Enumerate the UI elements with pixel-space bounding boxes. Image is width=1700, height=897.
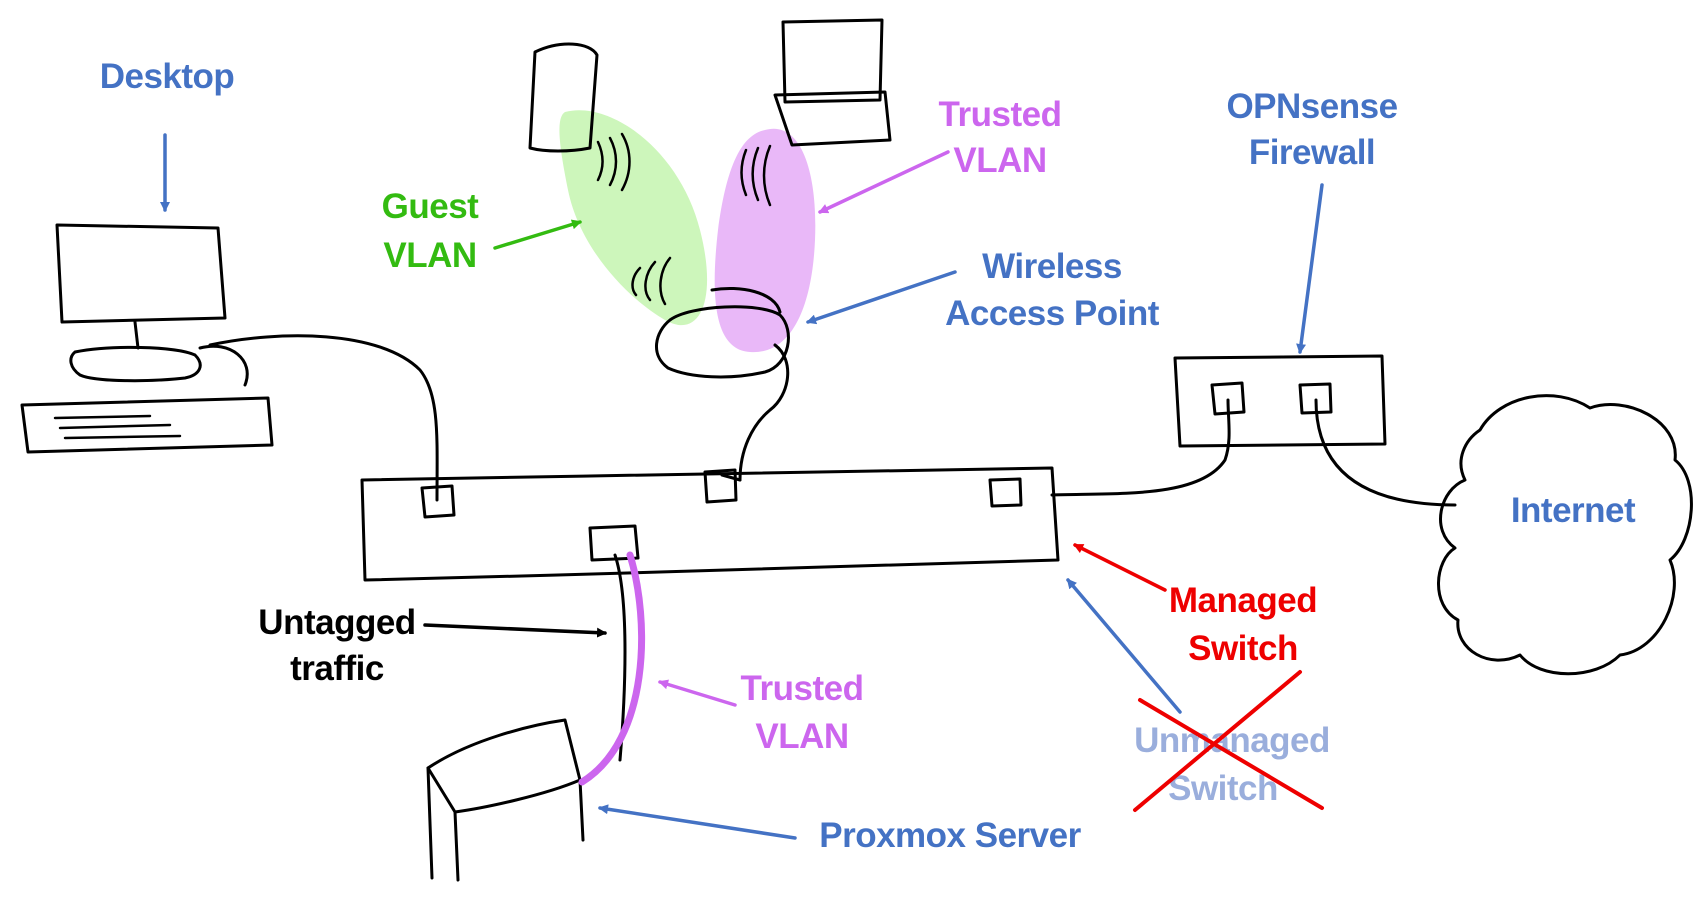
wap-cable-end [720,473,742,482]
firewall-box-icon [1173,354,1387,448]
wap-arrow [806,270,957,325]
firewall-internet-cable [1314,398,1457,507]
wireless-access-point-icon [654,286,790,482]
wireless-signal-marks [596,132,772,306]
trusted-vlan-bottom-label-line2: VLAN [755,717,848,756]
unmanaged-switch-arrow [1066,578,1182,714]
guest-vlan-arrow [493,219,582,250]
managed-switch-label-line2: Switch [1188,629,1298,668]
guest-vlan-label-line2: VLAN [383,236,476,275]
tablet-device-icon [528,42,599,153]
desktop-cable [208,334,439,502]
trusted-vlan-cable [578,551,646,786]
guest-vlan-label-line1: Guest [382,187,480,226]
managed-switch-arrow [1073,543,1167,592]
trusted-vlan-top-arrow [818,150,950,214]
firewall-switch-cable [1050,398,1231,497]
laptop-device-icon [773,18,892,147]
arrows [160,133,1324,840]
internet-label: Internet [1511,491,1636,530]
trusted-vlan-top-label-line1: Trusted [939,95,1062,134]
untagged-label-line2: traffic [290,649,384,688]
managed-switch-label-line1: Managed [1169,581,1317,620]
managed-switch-icon [360,466,1060,582]
proxmox-arrow [598,804,797,840]
desktop-label: Desktop [100,57,235,96]
wap-label-line2: Access Point [945,294,1160,333]
trusted-vlan-top-label-line2: VLAN [953,141,1046,180]
internet-cloud-icon [1437,394,1693,676]
trusted-vlan-zone [714,128,816,353]
proxmox-server-icon [426,718,585,882]
firewall-arrow [1296,183,1324,354]
desktop-computer-icon [20,223,274,454]
wap-label-line1: Wireless [982,247,1122,286]
proxmox-label: Proxmox Server [819,816,1081,855]
untagged-arrow [423,623,607,638]
trusted-vlan-bottom-label-line1: Trusted [741,669,864,708]
cross-out-mark [1133,670,1324,812]
guest-vlan-zone [559,110,708,326]
opnsense-label-line1: OPNsense [1226,87,1397,126]
untagged-label-line1: Untagged [258,603,415,642]
opnsense-label-line2: Firewall [1249,133,1375,172]
unmanaged-switch-label-line2: Switch [1168,769,1278,808]
trusted-vlan-bottom-arrow [658,679,737,707]
